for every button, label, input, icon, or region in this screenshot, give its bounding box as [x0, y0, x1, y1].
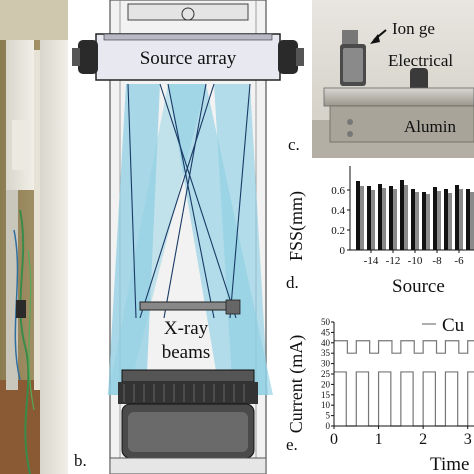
- current-series: [334, 340, 474, 427]
- fss-bar: [411, 189, 415, 250]
- current-axes: [333, 322, 474, 427]
- current-y-tick-label: 25: [321, 369, 331, 379]
- fss-x-tick-label: -8: [432, 255, 442, 267]
- fss-bar: [433, 187, 437, 250]
- xray-beams-label-line1: X-ray: [164, 318, 209, 339]
- fss-bar: [466, 189, 470, 250]
- panel-b-label: b.: [74, 451, 87, 470]
- current-y-tick-label: 20: [321, 379, 331, 389]
- fss-bar: [367, 186, 371, 250]
- fss-x-axis-label: Source: [392, 276, 445, 296]
- fss-bar: [470, 192, 474, 250]
- current-y-tick-label: 15: [321, 390, 331, 400]
- current-y-tick-label: 30: [321, 359, 331, 369]
- fss-y-tick-label: 0: [340, 245, 346, 257]
- fss-bar: [356, 181, 360, 250]
- source-array-label: Source array: [140, 48, 237, 69]
- current-y-tick-label: 10: [321, 400, 331, 410]
- current-x-ticks: 0 1 2 3: [330, 426, 472, 448]
- system-photo: [0, 0, 68, 474]
- fss-bar: [371, 190, 375, 250]
- fss-x-tick-label: -14: [364, 255, 379, 267]
- source-photo: Ion ge Electrical Alumin: [312, 0, 474, 158]
- panel-c-label: c.: [288, 135, 300, 154]
- current-y-tick-label: 35: [321, 348, 331, 358]
- fss-bar: [404, 185, 408, 250]
- fss-bar: [382, 188, 386, 250]
- fss-bar: [415, 192, 419, 250]
- current-x-tick-label: 2: [419, 431, 427, 448]
- electrical-label: Electrical: [388, 51, 453, 70]
- fss-bars: [356, 180, 474, 250]
- fss-y-ticks: 0 0.2 0.4 0.6: [331, 185, 350, 257]
- aluminum-label: Alumin: [404, 117, 456, 136]
- fss-y-tick-label: 0.4: [331, 205, 345, 217]
- fss-bar: [393, 189, 397, 250]
- fss-bar: [389, 186, 393, 250]
- current-x-tick-label: 3: [464, 431, 472, 448]
- current-y-tick-label: 5: [326, 411, 331, 421]
- current-y-tick-label: 0: [326, 421, 331, 431]
- panel-c-photo: Ion ge Electrical Alumin: [312, 0, 474, 158]
- current-y-tick-label: 40: [321, 338, 331, 348]
- fss-bar: [426, 194, 430, 250]
- fss-bar: [459, 189, 463, 250]
- fss-bar: [437, 191, 441, 250]
- fss-bar: [455, 185, 459, 250]
- schematic-diagram: Source array X-ray beams: [68, 0, 306, 474]
- fss-y-tick-label: 0.2: [331, 225, 345, 237]
- fss-x-tick-label: -10: [408, 255, 423, 267]
- fss-bar: [444, 189, 448, 250]
- fss-bar: [400, 180, 404, 250]
- panel-a-photo: [0, 0, 68, 474]
- current-waveform: [334, 340, 474, 354]
- xray-beams-label-line2: beams: [162, 342, 211, 363]
- fss-bar: [422, 192, 426, 250]
- fss-x-tick-label: -6: [454, 255, 464, 267]
- fss-y-axis-label: FSS(mm): [286, 191, 307, 261]
- fss-bar: [360, 186, 364, 250]
- current-y-tick-label: 50: [321, 317, 331, 327]
- current-waveform: [334, 371, 474, 427]
- fss-bar-chart: 00.20.40.6 -14-12-10-8-6-4 FSS(mm) Sourc…: [286, 166, 474, 296]
- panel-d-label: d.: [286, 273, 299, 292]
- fss-x-ticks: -14-12-10-8-6-4: [364, 250, 464, 267]
- current-x-axis-label: Time: [430, 454, 469, 474]
- fss-bar: [378, 184, 382, 250]
- legend-label: Cu: [442, 315, 465, 336]
- current-x-tick-label: 0: [330, 431, 338, 448]
- panel-d-chart: 00.20.40.6 -14-12-10-8-6-4 FSS(mm) Sourc…: [280, 162, 474, 296]
- panel-b-schematic: Source array X-ray beams b.: [68, 0, 306, 474]
- fss-y-tick-label: 0.6: [331, 185, 345, 197]
- current-y-axis-label: Current (mA): [286, 335, 307, 433]
- fss-bar: [448, 193, 452, 250]
- fss-x-tick-label: -12: [386, 255, 401, 267]
- current-x-tick-label: 1: [375, 431, 383, 448]
- ion-label: Ion ge: [392, 19, 435, 38]
- current-y-tick-label: 45: [321, 327, 331, 337]
- panel-e-label: e.: [286, 435, 298, 454]
